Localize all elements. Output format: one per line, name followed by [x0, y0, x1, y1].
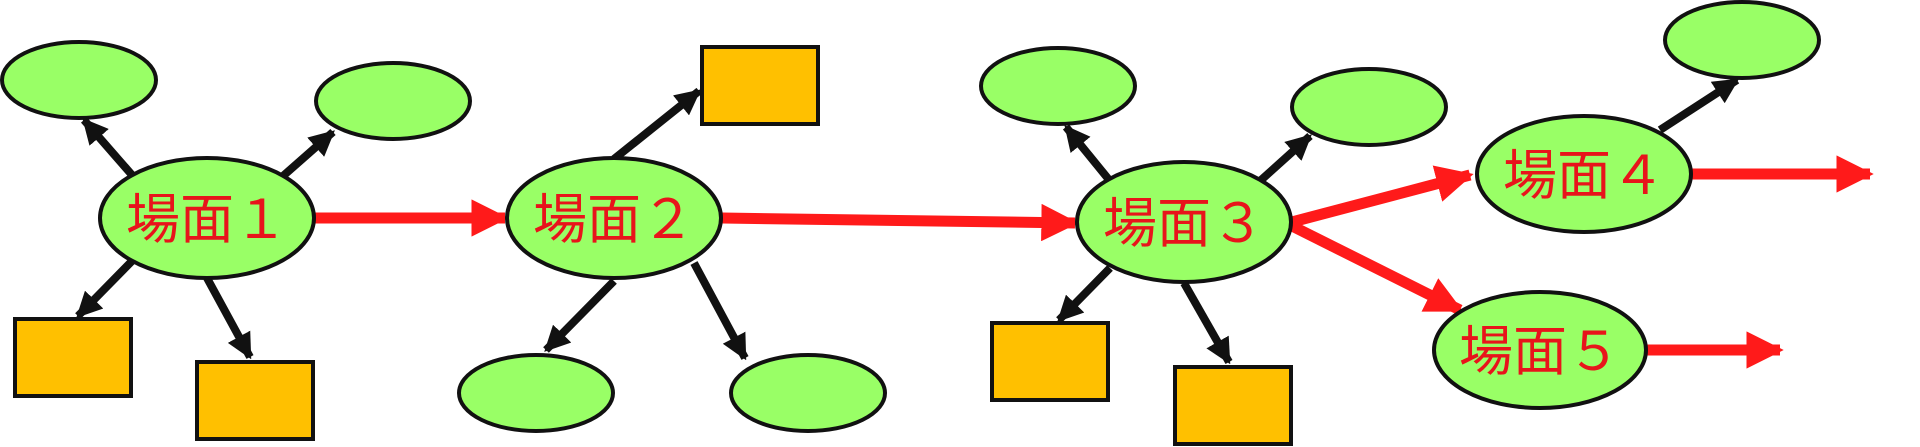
link-arrow-s4-ellipse	[1657, 76, 1740, 134]
attachment-ellipse-s2-a	[457, 353, 615, 433]
link-arrow-s3-ellipse-a	[1062, 124, 1114, 184]
link-arrow-s3-box-a	[1056, 265, 1113, 323]
link-arrow-s2-box	[611, 87, 702, 163]
attachment-ellipse-s1-b	[314, 61, 472, 141]
link-arrow-s1-ellipse-a	[80, 117, 136, 178]
scene-node-2-shape	[505, 156, 723, 280]
scene-node-2: 場面２	[505, 156, 723, 280]
scene-node-1-shape	[98, 156, 316, 280]
scene-node-3: 場面３	[1075, 160, 1293, 284]
attachment-box-s2	[700, 45, 820, 126]
attachment-ellipses	[0, 0, 1821, 433]
attachment-boxes	[13, 45, 1293, 446]
scene-node-1-label: 場面１	[126, 188, 288, 251]
scene-node-5-label: 場面５	[1459, 320, 1621, 383]
scene-node-5: 場面５	[1432, 290, 1648, 410]
attachment-box-s3-b	[1173, 365, 1293, 446]
link-arrow-s3-box-b	[1180, 281, 1233, 365]
attachment-box-s1-b	[195, 360, 315, 441]
scene-node-4: 場面４	[1475, 114, 1693, 234]
flow-arrow-3-5	[1289, 221, 1464, 315]
attachment-ellipse-s1-a	[0, 40, 158, 120]
scene-node-3-shape	[1075, 160, 1293, 284]
link-arrow-s3-ellipse-b	[1257, 133, 1313, 184]
attachment-ellipse-s2-b	[729, 353, 887, 433]
flow-arrows	[313, 155, 1874, 369]
flow-arrow-3-4	[1290, 165, 1474, 228]
attachment-ellipse-s4	[1663, 0, 1821, 80]
link-arrows	[75, 76, 1740, 365]
scene-node-4-shape	[1475, 114, 1693, 234]
attachment-ellipse-s3-a	[979, 46, 1137, 126]
scene-node-2-label: 場面２	[533, 188, 695, 251]
attachment-box-s1-a	[13, 317, 133, 398]
link-arrow-s1-ellipse-b	[280, 128, 336, 180]
flow-arrow-2-3	[721, 203, 1079, 242]
link-arrow-s1-box-b	[203, 276, 254, 360]
attachment-box-s3-a	[990, 321, 1110, 402]
scene-node-4-label: 場面４	[1503, 144, 1665, 207]
scene-node-3-label: 場面３	[1103, 192, 1265, 255]
link-arrow-s1-box-a	[75, 258, 135, 319]
scene-node-5-shape	[1432, 290, 1648, 410]
link-arrow-s2-ellipse-a	[543, 278, 617, 353]
attachment-ellipse-s3-b	[1290, 67, 1448, 147]
link-arrow-s2-ellipse-b	[690, 261, 749, 361]
scene-node-1: 場面１	[98, 156, 316, 280]
